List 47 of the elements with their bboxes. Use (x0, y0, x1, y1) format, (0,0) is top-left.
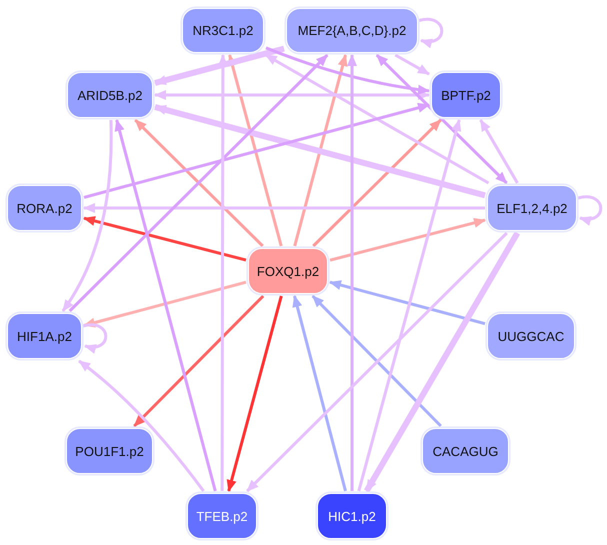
gene-node: BPTF.p2 (431, 72, 501, 118)
arrow (154, 46, 285, 86)
arrow (578, 195, 602, 225)
gene-node: TFEB.p2 (187, 493, 257, 539)
gene-node: RORA.p2 (7, 185, 82, 231)
arrow (78, 360, 205, 492)
gene-node: UUGGCAC (487, 313, 575, 359)
arrow (292, 295, 347, 492)
arrow (134, 118, 264, 248)
arrow (312, 294, 442, 428)
arrow (133, 294, 264, 428)
arrow (293, 54, 348, 246)
arrow (83, 280, 246, 328)
arrow (479, 119, 519, 184)
gene-node: ELF1,2,4.p2 (487, 185, 577, 231)
arrow (329, 280, 486, 326)
arrow (394, 54, 430, 76)
arrow (154, 104, 486, 198)
arrow (418, 18, 444, 48)
gene-node: FOXQ1.p2 (248, 248, 328, 294)
arrow (83, 216, 246, 262)
arrow (376, 54, 508, 184)
arrow (218, 54, 228, 491)
arrow (264, 54, 490, 184)
gene-node: HIC1.p2 (317, 493, 387, 539)
arrow (357, 119, 462, 492)
gene-node: POU1F1.p2 (66, 428, 153, 474)
gene-node: CACAGUG (422, 428, 509, 474)
arrow (82, 323, 108, 353)
arrow (62, 120, 113, 312)
arrow (68, 54, 328, 312)
arrow (83, 203, 485, 213)
arrow (364, 231, 520, 493)
arrow (226, 296, 283, 492)
arrow (114, 119, 217, 492)
gene-node: NR3C1.p2 (182, 8, 264, 53)
gene-node: ARID5B.p2 (67, 72, 153, 118)
arrow (246, 232, 508, 492)
arrow (312, 118, 442, 248)
arrow (330, 218, 486, 262)
gene-node: MEF2{A,B,C,D}.p2 (286, 8, 418, 53)
arrow (154, 90, 430, 100)
arrow (265, 46, 430, 94)
arrow (84, 102, 430, 199)
arrow (228, 54, 283, 246)
arrow (347, 54, 357, 491)
gene-node: HIF1A.p2 (7, 313, 82, 359)
